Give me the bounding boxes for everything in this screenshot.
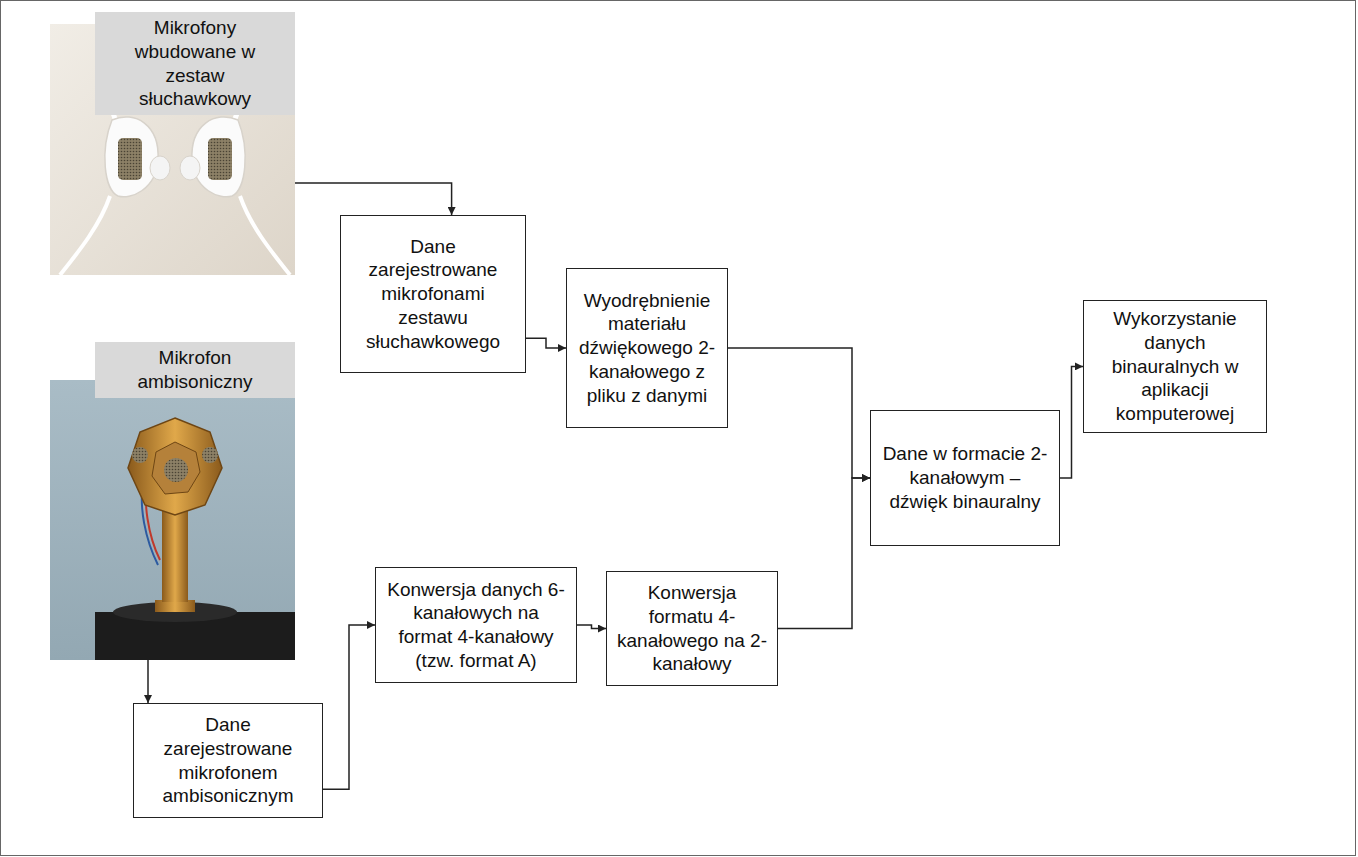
flow-arrow (295, 183, 452, 215)
process-box: Konwersja danych 6-kanałowych na format … (375, 567, 577, 683)
flow-arrow (1060, 366, 1083, 478)
process-box: Wyodrębnienie materiału dźwiękowego 2-ka… (566, 268, 728, 428)
flow-arrow (778, 478, 870, 629)
box-text: Konwersja formatu 4-kanałowego na 2-kana… (615, 581, 769, 676)
flow-arrow (577, 625, 606, 629)
photo-panel: Mikrofon ambisoniczny (50, 342, 295, 660)
flow-arrow (147, 660, 149, 703)
photo-label: Mikrofony wbudowane w zestaw słuchawkowy (95, 12, 295, 115)
box-text: Wyodrębnienie materiału dźwiękowego 2-ka… (575, 289, 719, 408)
flow-arrow (728, 348, 870, 478)
photo-label: Mikrofon ambisoniczny (95, 342, 295, 398)
process-box: Dane w formacie 2-kanałowym – dźwięk bin… (870, 410, 1060, 546)
ambisonic-mic-photo (50, 380, 295, 660)
box-text: Dane w formacie 2-kanałowym – dźwięk bin… (879, 442, 1051, 513)
photo-panel: Mikrofony wbudowane w zestaw słuchawkowy (50, 12, 295, 275)
process-box: Dane zarejestrowane mikrofonami zestawu … (340, 215, 526, 373)
box-text: Dane zarejestrowane mikrofonami zestawu … (349, 235, 517, 354)
process-box: Konwersja formatu 4-kanałowego na 2-kana… (606, 571, 778, 686)
flow-arrow (526, 338, 566, 348)
flow-arrow (323, 625, 375, 789)
box-text: Dane zarejestrowane mikrofonem ambisonic… (142, 713, 314, 808)
process-box: Wykorzystanie danych binauralnych w apli… (1083, 300, 1267, 433)
box-text: Wykorzystanie danych binauralnych w apli… (1092, 307, 1258, 426)
box-text: Konwersja danych 6-kanałowych na format … (384, 578, 568, 673)
process-box: Dane zarejestrowane mikrofonem ambisonic… (133, 703, 323, 818)
